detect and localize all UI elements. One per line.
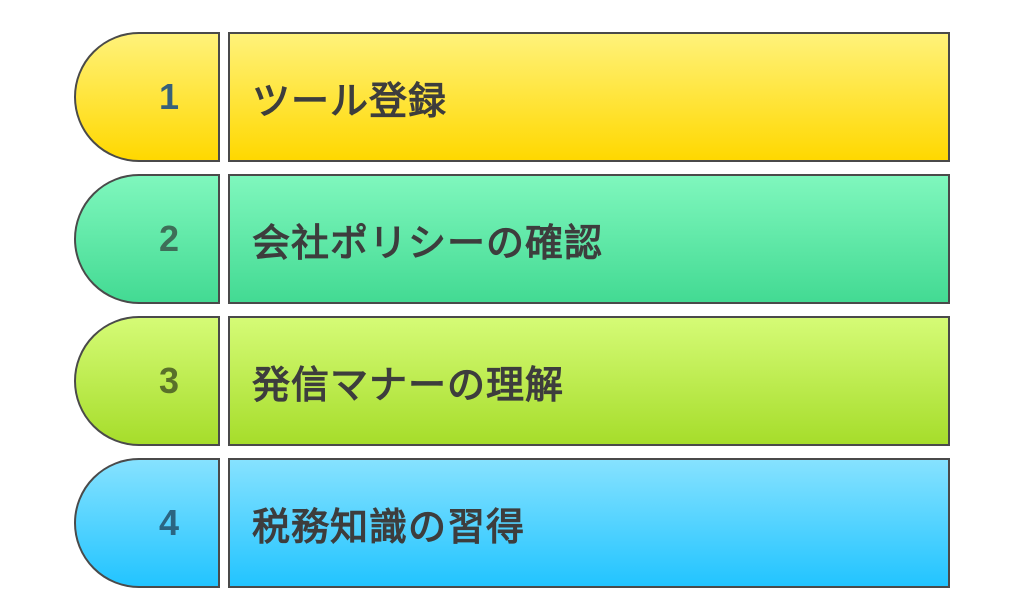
step-list: 1 ツール登録 2 会社ポリシーの確認 3 発信マナーの理解 4 税務知識の習得 (74, 32, 950, 590)
step-3-number-badge: 3 (74, 316, 220, 446)
step-4-number: 4 (158, 502, 180, 543)
step-2-label-box: 会社ポリシーの確認 (228, 174, 950, 304)
step-1-number-badge: 1 (74, 32, 220, 162)
step-3-label: 発信マナーの理解 (252, 362, 565, 407)
step-2-label: 会社ポリシーの確認 (252, 220, 604, 265)
step-3-label-box: 発信マナーの理解 (228, 316, 950, 446)
step-4-label: 税務知識の習得 (252, 504, 526, 549)
step-2-number-badge: 2 (74, 174, 220, 304)
step-2: 2 会社ポリシーの確認 (74, 174, 950, 306)
step-1-label-box: ツール登録 (228, 32, 950, 162)
step-2-number: 2 (158, 218, 180, 259)
step-3-number: 3 (158, 360, 180, 401)
step-1-number: 1 (158, 76, 180, 117)
step-1-label: ツール登録 (252, 78, 448, 123)
step-1: 1 ツール登録 (74, 32, 950, 164)
step-4-label-box: 税務知識の習得 (228, 458, 950, 588)
step-3: 3 発信マナーの理解 (74, 316, 950, 448)
step-4: 4 税務知識の習得 (74, 458, 950, 590)
step-4-number-badge: 4 (74, 458, 220, 588)
